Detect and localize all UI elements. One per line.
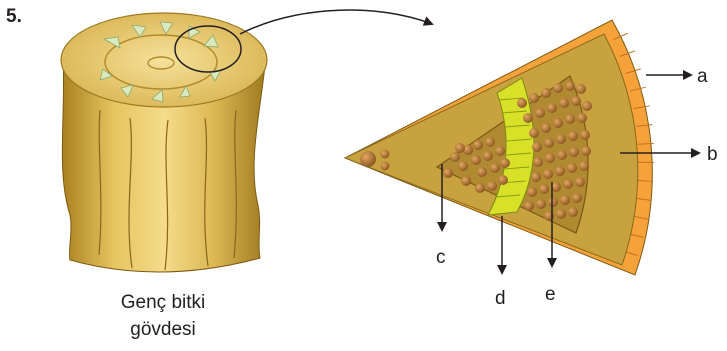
- phloem-cell: [576, 84, 586, 94]
- phloem-cell: [529, 128, 539, 138]
- phloem-cell: [575, 177, 585, 187]
- phloem-cell: [527, 187, 537, 197]
- phloem-cell: [533, 157, 543, 167]
- xylem-cell: [498, 175, 508, 185]
- question-number: 5.: [6, 6, 22, 27]
- pith-cell: [360, 151, 376, 167]
- phloem-cell: [582, 101, 592, 111]
- pith-cell: [381, 162, 390, 171]
- phloem-cell: [568, 131, 578, 141]
- phloem-cell: [553, 83, 563, 93]
- xylem-cell: [450, 152, 460, 162]
- phloem-cell: [547, 103, 557, 113]
- phloem-cell: [548, 197, 558, 207]
- phloem-cell: [580, 130, 590, 140]
- stem-caption-line-1: Genç bitki: [121, 292, 205, 313]
- xylem-cell: [461, 176, 471, 186]
- label-b: b: [707, 144, 718, 165]
- young-stem-illustration: [61, 13, 267, 272]
- phloem-cell: [581, 146, 591, 156]
- xylem-cell: [490, 163, 500, 173]
- cross-section-wedge: [345, 20, 654, 275]
- phloem-cell: [565, 81, 575, 91]
- phloem-cell: [541, 123, 551, 133]
- stem-caption-line-2: gövdesi: [130, 319, 196, 340]
- phloem-cell: [569, 147, 579, 157]
- xylem-cell: [471, 155, 481, 165]
- phloem-cell: [556, 209, 566, 219]
- xylem-cell: [495, 146, 505, 156]
- label-c: c: [436, 247, 446, 268]
- phloem-cell: [524, 201, 534, 211]
- phloem-cell: [572, 193, 582, 203]
- phloem-cell: [571, 96, 581, 106]
- phloem-cell: [529, 93, 539, 103]
- phloem-cell: [563, 179, 573, 189]
- xylem-cell: [458, 161, 468, 171]
- phloem-cell: [523, 113, 533, 123]
- phloem-cell: [545, 153, 555, 163]
- xylem-cell: [443, 168, 453, 178]
- phloem-cell: [543, 169, 553, 179]
- phloem-cell: [560, 195, 570, 205]
- label-d: d: [495, 288, 506, 309]
- phloem-cell: [559, 98, 569, 108]
- phloem-cell: [568, 207, 578, 217]
- xylem-cell: [475, 183, 485, 193]
- xylem-cell: [455, 143, 465, 153]
- phloem-cell: [539, 184, 549, 194]
- xylem-cell: [487, 181, 497, 191]
- label-e: e: [545, 284, 556, 305]
- zoom-pointer-arrow: [240, 10, 432, 34]
- phloem-cell: [535, 108, 545, 118]
- phloem-cell: [541, 88, 551, 98]
- phloem-cell: [553, 118, 563, 128]
- xylem-cell: [477, 167, 487, 177]
- phloem-cell: [531, 172, 541, 182]
- phloem-cell: [567, 163, 577, 173]
- phloem-cell: [577, 113, 587, 123]
- phloem-cell: [544, 138, 554, 148]
- phloem-cell: [536, 199, 546, 209]
- xylem-cell: [483, 151, 493, 161]
- phloem-cell: [517, 98, 527, 108]
- phloem-cell: [579, 161, 589, 171]
- phloem-cell: [555, 166, 565, 176]
- xylem-cell: [473, 140, 483, 150]
- xylem-cell: [500, 158, 510, 168]
- phloem-cell: [532, 142, 542, 152]
- phloem-cell: [556, 134, 566, 144]
- phloem-cell: [557, 150, 567, 160]
- phloem-cell: [565, 114, 575, 124]
- label-a: a: [697, 66, 708, 87]
- xylem-cell: [485, 137, 495, 147]
- pith-cell: [381, 150, 390, 159]
